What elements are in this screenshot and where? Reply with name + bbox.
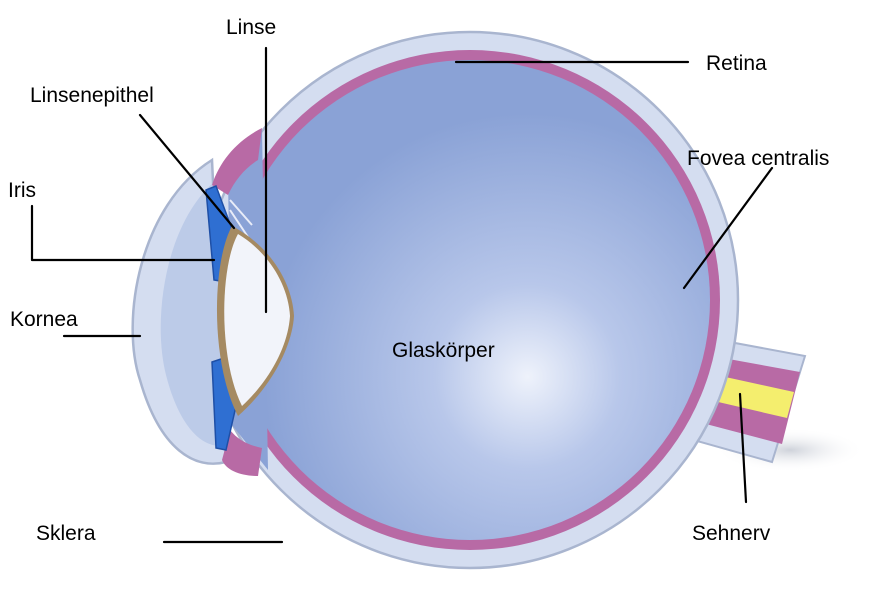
label-kornea: Kornea — [10, 308, 78, 331]
label-iris: Iris — [8, 179, 36, 202]
label-glaskoerper: Glaskörper — [392, 339, 495, 362]
label-sehnerv: Sehnerv — [692, 522, 771, 545]
label-retina: Retina — [706, 52, 767, 75]
vitreous-body — [230, 60, 710, 540]
label-fovea: Fovea centralis — [687, 147, 829, 170]
label-linse: Linse — [226, 16, 276, 39]
label-linsenepithel: Linsenepithel — [30, 84, 154, 107]
label-sklera: Sklera — [36, 522, 96, 545]
